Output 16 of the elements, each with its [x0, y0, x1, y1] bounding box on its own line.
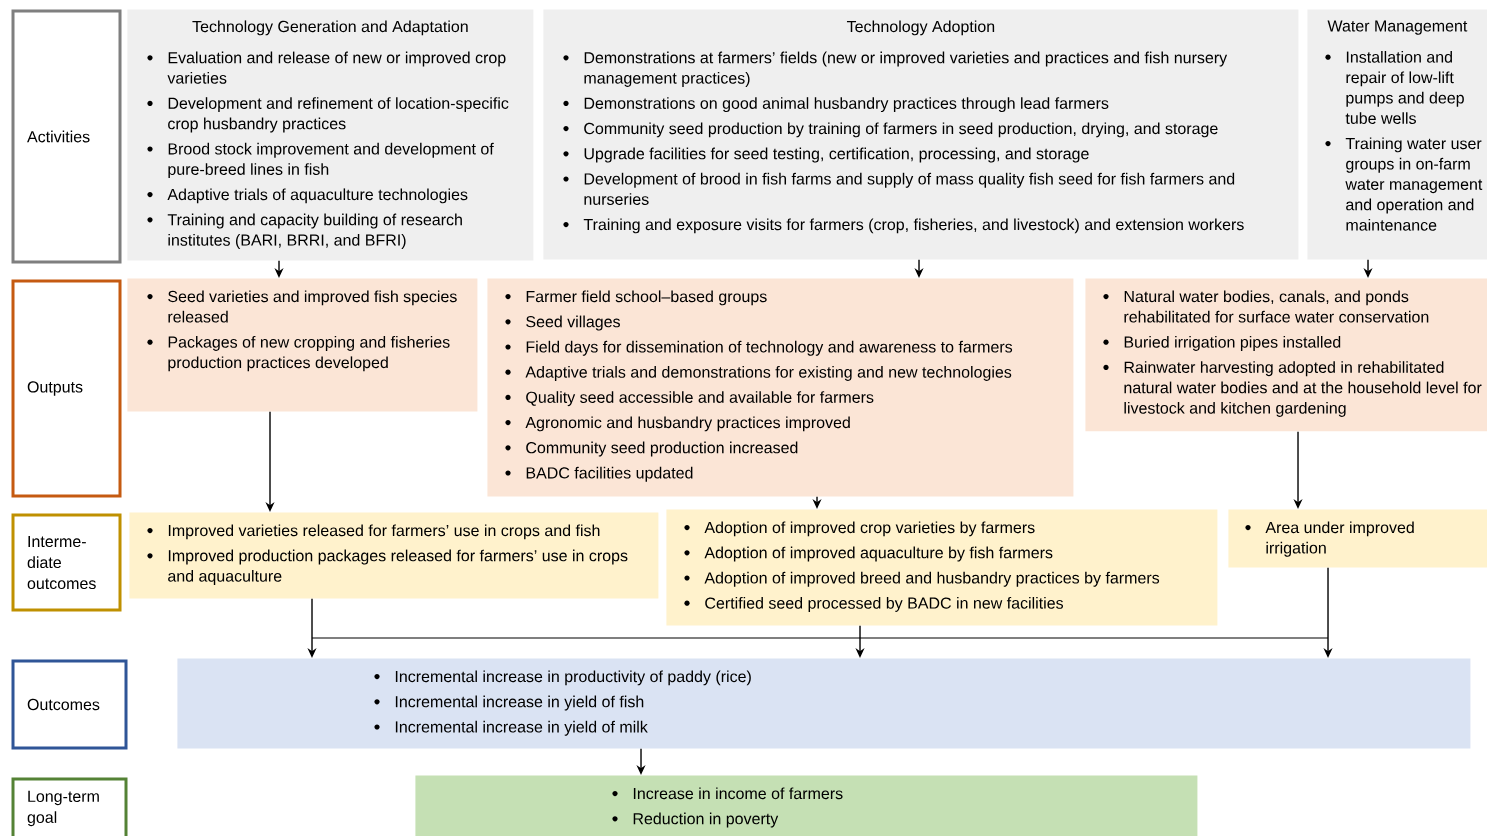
bullet-list-box: Improved varieties released for farmers’ use in crops and fish Improved production packages released for farmers’ use in crops and aquaculture	[129, 512, 659, 599]
stage-label-box: Outputs	[11, 279, 122, 498]
stage-label-box: Long-term goal	[11, 777, 128, 836]
bullet-list-box: Water Management Installation and repair of low-lift pumps and deep tube wells Training water user groups in on-farm water management and operation and maintenance	[1307, 9, 1487, 260]
bullet-list-box: Natural water bodies, canals, and ponds rehabilitated for surface water conservation Buried irrigation pipes installed Rainwater harvesting adopted in rehabilitated natural water bodies and at the household level for livestock and kitchen gardening	[1085, 278, 1487, 432]
bullet-list-box: Technology Generation and Adaptation Evaluation and release of new or improved crop varieties Development and refinement of location-specific crop husbandry practices Brood stock improvement and development of pure-breed lines in fish Adaptive trials of aquaculture technologies Training and capacity building of research institutes (BARI, BRRI, and BFRI)	[127, 9, 534, 261]
stage-label-box: Activities	[11, 9, 122, 264]
stage-label-box: Interme-diate outcomes	[11, 513, 122, 612]
bullet-list-box: Incremental increase in productivity of paddy (rice) Incremental increase in yield of fish Incremental increase in yield of milk	[177, 658, 1471, 749]
bullet-list-box: Technology Adoption Demonstrations at farmers’ fields (new or improved varieties and practices and fish nursery management practices) Demonstrations on good animal husbandry practices through lead farmers Community seed production by training of farmers in seed production, drying, and storage Upgrade facilities for seed testing, certification, processing, and storage Development of brood in fish farms and supply of mass quality fish seed for fish farmers and nurseries Training and exposure visits for farmers (crop, fisheries, and livestock) and extension workers	[543, 9, 1299, 260]
bullet-list-box: Increase in income of farmers Reduction in poverty	[415, 775, 1198, 836]
bullet-list-box: Seed varieties and improved fish species released Packages of new cropping and fisheries production practices developed	[127, 278, 478, 412]
stage-label-box: Outcomes	[11, 659, 128, 750]
bullet-list-box: Adoption of improved crop varieties by farmers Adoption of improved aquaculture by fish farmers Adoption of improved breed and husbandry practices by farmers Certified seed processed by BADC in new facilities	[666, 509, 1218, 626]
bullet-list-box: Farmer field school–based groups Seed villages Field days for dissemination of technology and awareness to farmers Adaptive trials and demonstrations for existing and new technologies Quality seed accessible and available for farmers Agronomic and husbandry practices improved Community seed production increased BADC facilities updated	[487, 278, 1074, 497]
bullet-list-box: Area under improved irrigation	[1228, 509, 1487, 568]
